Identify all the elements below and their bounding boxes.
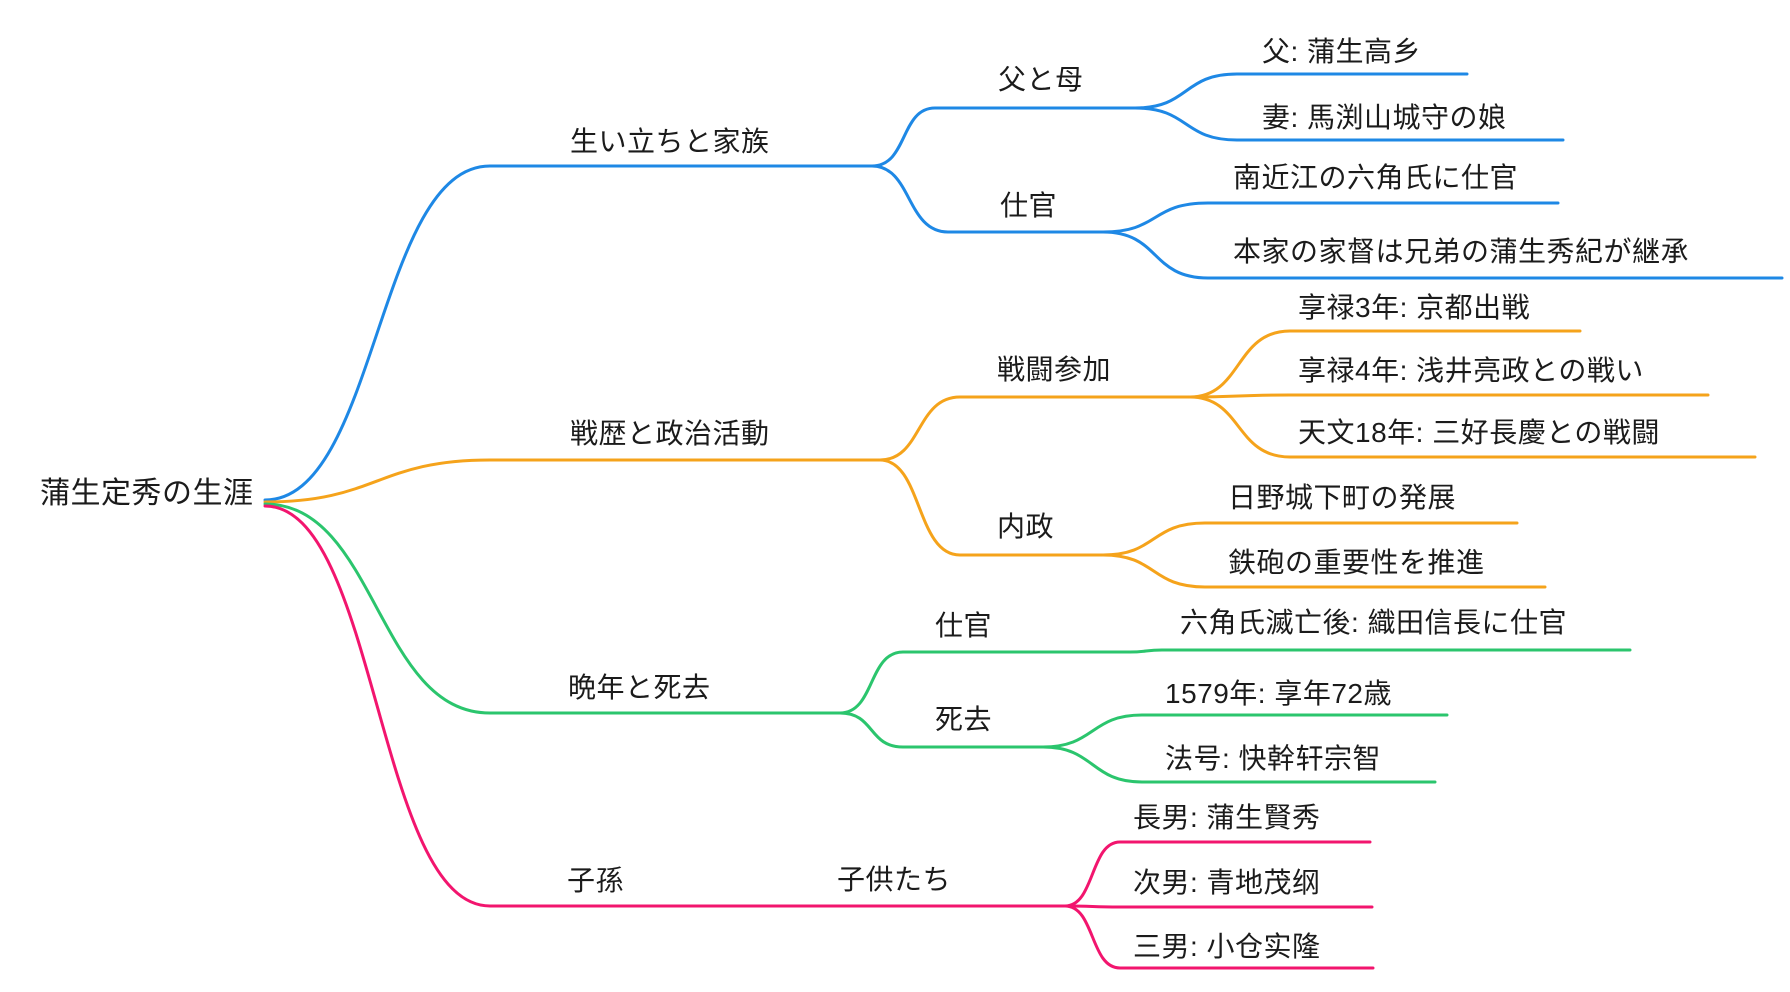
node-wife[interactable]: 妻: 馬渕山城守の娘 (1262, 102, 1507, 133)
node-kyoto-battle[interactable]: 享禄3年: 京都出戦 (1298, 292, 1531, 323)
node-rokkaku-service[interactable]: 南近江の六角氏に仕官 (1233, 162, 1519, 193)
node-death[interactable]: 死去 (935, 704, 993, 735)
link-death-to-1579 (1041, 713, 1449, 749)
node-death-year[interactable]: 1579年: 享年72歳 (1165, 678, 1392, 709)
link-domestic-to-hino (1101, 521, 1519, 557)
node-miyoshi-battle[interactable]: 天文18年: 三好長慶との戦闘 (1298, 417, 1660, 448)
node-upbringing-family[interactable]: 生い立ちと家族 (570, 126, 770, 157)
link-root-to-later (263, 502, 842, 715)
node-descendants[interactable]: 子孫 (567, 865, 625, 896)
link-root-to-descendants (263, 504, 1067, 908)
link-battles-to-kyoto (1188, 329, 1582, 399)
branch-war-links (263, 329, 1757, 589)
branch-descendants-links (263, 504, 1375, 970)
link-upbringing-to-parents (870, 106, 1137, 168)
node-battle-participation[interactable]: 戦闘参加 (997, 354, 1112, 385)
link-war-to-domestic (878, 458, 1105, 557)
link-root-to-war (263, 458, 882, 504)
link-service-to-nobunaga (1128, 648, 1632, 654)
link-death-to-hogo (1041, 745, 1437, 784)
node-service-green[interactable]: 仕官 (935, 610, 993, 641)
node-hino-castle-town[interactable]: 日野城下町の発展 (1228, 482, 1457, 513)
link-service-to-rokkaku (1101, 201, 1560, 234)
link-war-to-battles (878, 395, 1192, 462)
node-domestic-affairs[interactable]: 内政 (997, 511, 1055, 542)
branch-upbringing-links (263, 72, 1784, 502)
node-later-years-death[interactable]: 晩年と死去 (568, 672, 711, 703)
link-children-to-second-son (1063, 904, 1374, 909)
node-father-and-mother[interactable]: 父と母 (998, 64, 1084, 95)
branch-later-links (263, 502, 1632, 784)
link-root-to-upbringing (263, 164, 874, 502)
node-first-son[interactable]: 長男: 蒲生賢秀 (1133, 802, 1321, 833)
link-service-to-succession (1101, 230, 1784, 280)
link-battles-to-azai (1188, 393, 1710, 399)
node-nobunaga-service[interactable]: 六角氏滅亡後: 織田信長に仕官 (1180, 607, 1568, 638)
node-root[interactable]: 蒲生定秀の生涯 (40, 477, 254, 510)
link-children-to-third-son (1063, 904, 1375, 970)
node-posthumous-name[interactable]: 法号: 快幹轩宗智 (1165, 743, 1382, 774)
node-third-son[interactable]: 三男: 小仓实隆 (1133, 931, 1321, 962)
link-later-to-service (838, 650, 1132, 715)
node-children[interactable]: 子供たち (837, 864, 952, 895)
link-battles-to-miyoshi (1188, 395, 1757, 459)
node-service-blue[interactable]: 仕官 (1000, 190, 1058, 221)
link-children-to-first-son (1063, 840, 1372, 908)
node-war-politics[interactable]: 戦歴と政治活動 (570, 418, 770, 449)
node-azai-battle[interactable]: 享禄4年: 浅井亮政との戦い (1298, 355, 1644, 386)
link-parents-to-father (1133, 72, 1469, 110)
link-parents-to-wife (1133, 106, 1565, 142)
node-father[interactable]: 父: 蒲生高乡 (1262, 36, 1422, 67)
link-later-to-death (838, 711, 1045, 749)
node-second-son[interactable]: 次男: 青地茂纲 (1133, 867, 1321, 898)
link-upbringing-to-service (870, 164, 1105, 234)
link-domestic-to-guns (1101, 553, 1547, 589)
node-family-succession[interactable]: 本家の家督は兄弟の蒲生秀紀が継承 (1233, 236, 1690, 267)
node-firearms-promotion[interactable]: 鉄砲の重要性を推進 (1228, 547, 1485, 578)
